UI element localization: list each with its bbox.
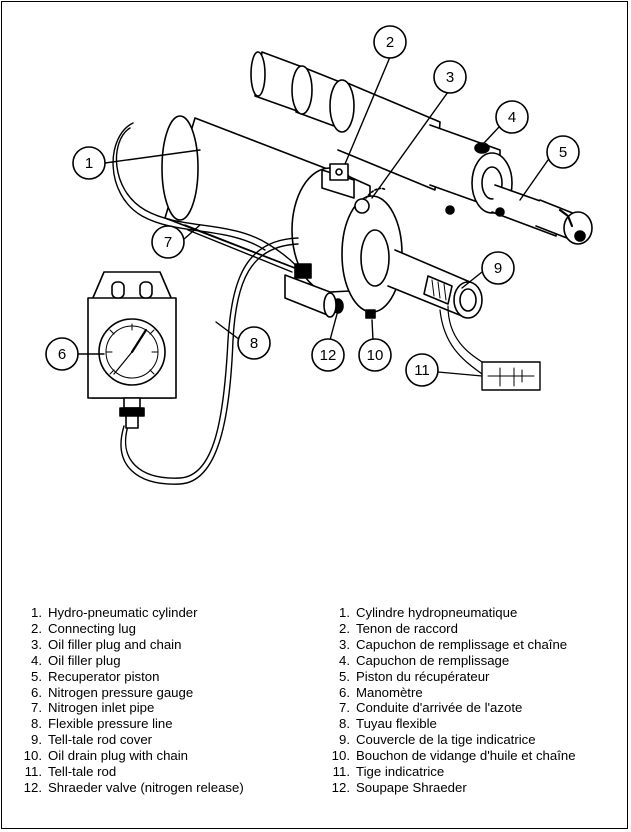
svg-text:2: 2 xyxy=(386,34,394,51)
flexible-pressure-line xyxy=(112,122,303,485)
legend-row: 12.Soupape Shraeder xyxy=(331,779,467,795)
svg-text:12: 12 xyxy=(320,347,337,364)
rear-rod xyxy=(250,51,441,191)
oil-drain-plug xyxy=(365,309,376,319)
callout-12: 12 xyxy=(311,338,345,372)
leader-lines xyxy=(77,56,549,355)
nitrogen-inlet-block xyxy=(184,224,337,318)
front-flange xyxy=(291,167,403,313)
svg-text:8: 8 xyxy=(250,335,258,352)
legend-row: 2.Connecting lug xyxy=(31,620,136,636)
legend-row: 1.Hydro-pneumatic cylinder xyxy=(31,605,198,620)
legend-row: 11.Tige indicatrice xyxy=(332,764,445,780)
legend-row: 4.Capuchon de remplissage xyxy=(339,652,510,668)
legend-row: 10.Oil drain plug with chain xyxy=(23,748,189,764)
callout-11: 11 xyxy=(405,353,483,387)
legend-row: 5.Piston du récupérateur xyxy=(339,668,490,684)
callout-1: 1 xyxy=(72,146,106,180)
legend-row: 2.Tenon de raccord xyxy=(339,620,458,636)
legend-row: 3.Oil filler plug and chain xyxy=(31,636,182,652)
legend-english: 1.Hydro-pneumatic cylinder 2.Connecting … xyxy=(14,605,314,796)
hydro-pneumatic-cylinder-diagram: 1 2 3 4 5 6 7 8 9 10 11 12 xyxy=(45,25,593,485)
legend-row: 6.Manomètre xyxy=(339,684,423,700)
svg-text:3: 3 xyxy=(446,69,454,86)
legend-row: 8.Tuyau flexible xyxy=(339,716,437,732)
svg-text:1: 1 xyxy=(85,155,93,172)
callout-4: 4 xyxy=(495,100,529,134)
connecting-lug xyxy=(321,163,355,199)
callout-9: 9 xyxy=(481,251,515,285)
callout-2: 2 xyxy=(373,25,407,59)
legend-row: 4.Oil filler plug xyxy=(31,652,121,668)
callout-8: 8 xyxy=(237,326,271,360)
legend-row: 9.Tell-tale rod cover xyxy=(31,732,153,748)
legend-row: 8.Flexible pressure line xyxy=(31,716,173,732)
callout-10: 10 xyxy=(358,338,392,372)
oil-filler-plug xyxy=(474,142,490,154)
legend-row: 3.Capuchon de remplissage et chaîne xyxy=(339,636,568,652)
legend-french: 1.Cylindre hydropneumatique 2.Tenon de r… xyxy=(322,605,622,796)
tell-tale-rod-assembly xyxy=(387,249,483,319)
legend-row: 7.Conduite d'arrivée de l'azote xyxy=(339,700,523,716)
svg-text:6: 6 xyxy=(58,346,66,363)
svg-text:10: 10 xyxy=(367,347,384,364)
legend-row: 11.Tell-tale rod xyxy=(24,764,117,780)
legend-row: 1.Cylindre hydropneumatique xyxy=(339,605,518,620)
svg-text:4: 4 xyxy=(508,109,516,126)
legend-row: 10.Bouchon de vidange d'huile et chaîne xyxy=(331,748,576,764)
svg-text:11: 11 xyxy=(414,362,430,379)
callout-6: 6 xyxy=(45,337,79,371)
callout-7: 7 xyxy=(151,225,185,259)
svg-text:7: 7 xyxy=(164,234,172,251)
legend-row: 5.Recuperator piston xyxy=(31,668,160,684)
legend-row: 12.Shraeder valve (nitrogen release) xyxy=(23,779,244,795)
callout-5: 5 xyxy=(546,135,580,169)
legend-row: 7.Nitrogen inlet pipe xyxy=(31,700,155,716)
recuperator-piston xyxy=(445,184,593,245)
callout-3: 3 xyxy=(433,60,467,94)
legend-row: 6.Nitrogen pressure gauge xyxy=(31,684,194,700)
oil-filler-plug-chain xyxy=(354,187,387,214)
legend-row: 9.Couvercle de la tige indicatrice xyxy=(339,732,536,748)
nitrogen-pressure-gauge xyxy=(87,271,177,429)
svg-text:5: 5 xyxy=(559,144,567,161)
tell-tale-detail-inset xyxy=(439,305,541,391)
svg-text:9: 9 xyxy=(494,260,502,277)
